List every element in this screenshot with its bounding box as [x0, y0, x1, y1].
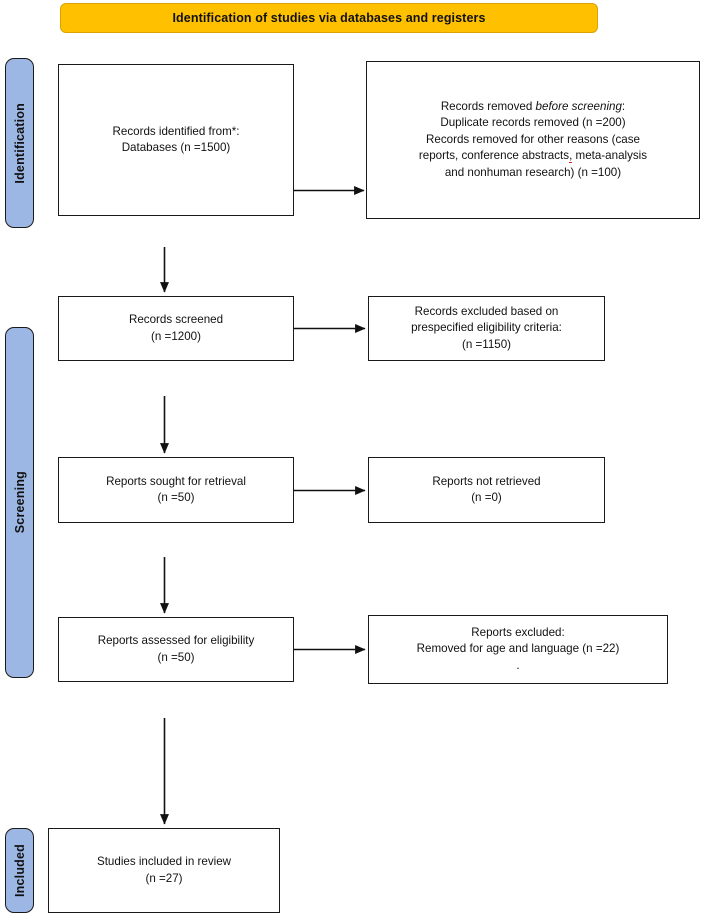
reports-sought-line1: Reports sought for retrieval	[106, 474, 246, 488]
stage-label-screening-text: Screening	[12, 471, 27, 534]
records-removed-misspelling: ,	[569, 149, 573, 164]
records-screened-line1: Records screened	[128, 313, 224, 326]
box-records-identified-text: Records identified from*: Databases (n =…	[113, 124, 240, 157]
box-records-identified: Records identified from*: Databases (n =…	[58, 64, 294, 216]
box-reports-excluded: Reports excluded: Removed for age and la…	[368, 615, 668, 684]
box-reports-sought-text: Reports sought for retrieval (n =50)	[106, 474, 246, 507]
records-removed-line1-prefix: Records removed	[440, 99, 536, 113]
box-reports-sought-for-retrieval: Reports sought for retrieval (n =50)	[58, 457, 294, 523]
header-banner-title: Identification of studies via databases …	[172, 11, 486, 25]
reports-not-retrieved-line2: (n =0)	[471, 491, 502, 504]
studies-included-line2: (n =27)	[145, 871, 183, 885]
box-reports-not-retrieved: Reports not retrieved (n =0)	[368, 457, 605, 523]
records-removed-line4-a: reports, conference abstracts	[418, 149, 570, 163]
box-studies-included-text: Studies included in review (n =27)	[97, 854, 231, 887]
stage-label-screening: Screening	[5, 327, 34, 678]
records-removed-line2: Duplicate records removed (n =200)	[440, 116, 626, 130]
records-excluded-line3: (n =1150)	[461, 337, 512, 351]
reports-not-retrieved-line1: Reports not retrieved	[432, 474, 541, 488]
reports-excluded-line1: Reports excluded:	[471, 625, 565, 639]
reports-excluded-line2: Removed for age and language (n =22)	[416, 642, 620, 656]
stage-label-included-text: Included	[12, 844, 27, 897]
box-reports-assessed-for-eligibility: Reports assessed for eligibility (n =50)	[58, 617, 294, 682]
records-excluded-line2: prespecified eligibility criteria:	[411, 321, 562, 335]
records-identified-line1: Records identified from*:	[112, 124, 240, 138]
records-removed-line1-suffix: :	[621, 99, 626, 113]
reports-assessed-line1: Reports assessed for eligibility	[97, 634, 255, 647]
box-records-screened-text: Records screened (n =1200)	[129, 312, 223, 345]
records-removed-line4-b: meta-analysis	[572, 149, 648, 163]
stage-label-included: Included	[5, 828, 34, 913]
box-reports-assessed-text: Reports assessed for eligibility (n =50)	[98, 633, 255, 666]
box-studies-included-in-review: Studies included in review (n =27)	[48, 828, 280, 913]
reports-excluded-line3: .	[516, 658, 520, 672]
stage-label-identification: Identification	[5, 58, 34, 228]
records-removed-line1-italic: before screening	[535, 99, 622, 113]
records-identified-line2: Databases (n =1500)	[121, 141, 231, 154]
box-records-removed-text: Records removed before screening: Duplic…	[419, 99, 647, 182]
records-excluded-line1: Records excluded based on	[414, 304, 559, 318]
reports-sought-line2: (n =50)	[157, 491, 195, 504]
box-records-excluded-text: Records excluded based on prespecified e…	[411, 304, 562, 354]
box-reports-excluded-text: Reports excluded: Removed for age and la…	[417, 625, 620, 675]
records-removed-line3: Records removed for other reasons (case	[426, 132, 640, 146]
box-reports-not-retrieved-text: Reports not retrieved (n =0)	[432, 474, 540, 507]
header-banner: Identification of studies via databases …	[60, 3, 598, 33]
records-removed-line5: and nonhuman research) (n =100)	[444, 165, 622, 179]
records-screened-line2: (n =1200)	[151, 329, 201, 343]
studies-included-line1: Studies included in review	[96, 855, 232, 868]
box-records-screened: Records screened (n =1200)	[58, 296, 294, 361]
reports-assessed-line2: (n =50)	[157, 650, 195, 664]
box-records-removed: Records removed before screening: Duplic…	[366, 61, 700, 219]
box-records-excluded: Records excluded based on prespecified e…	[368, 296, 605, 361]
stage-label-identification-text: Identification	[12, 102, 27, 184]
